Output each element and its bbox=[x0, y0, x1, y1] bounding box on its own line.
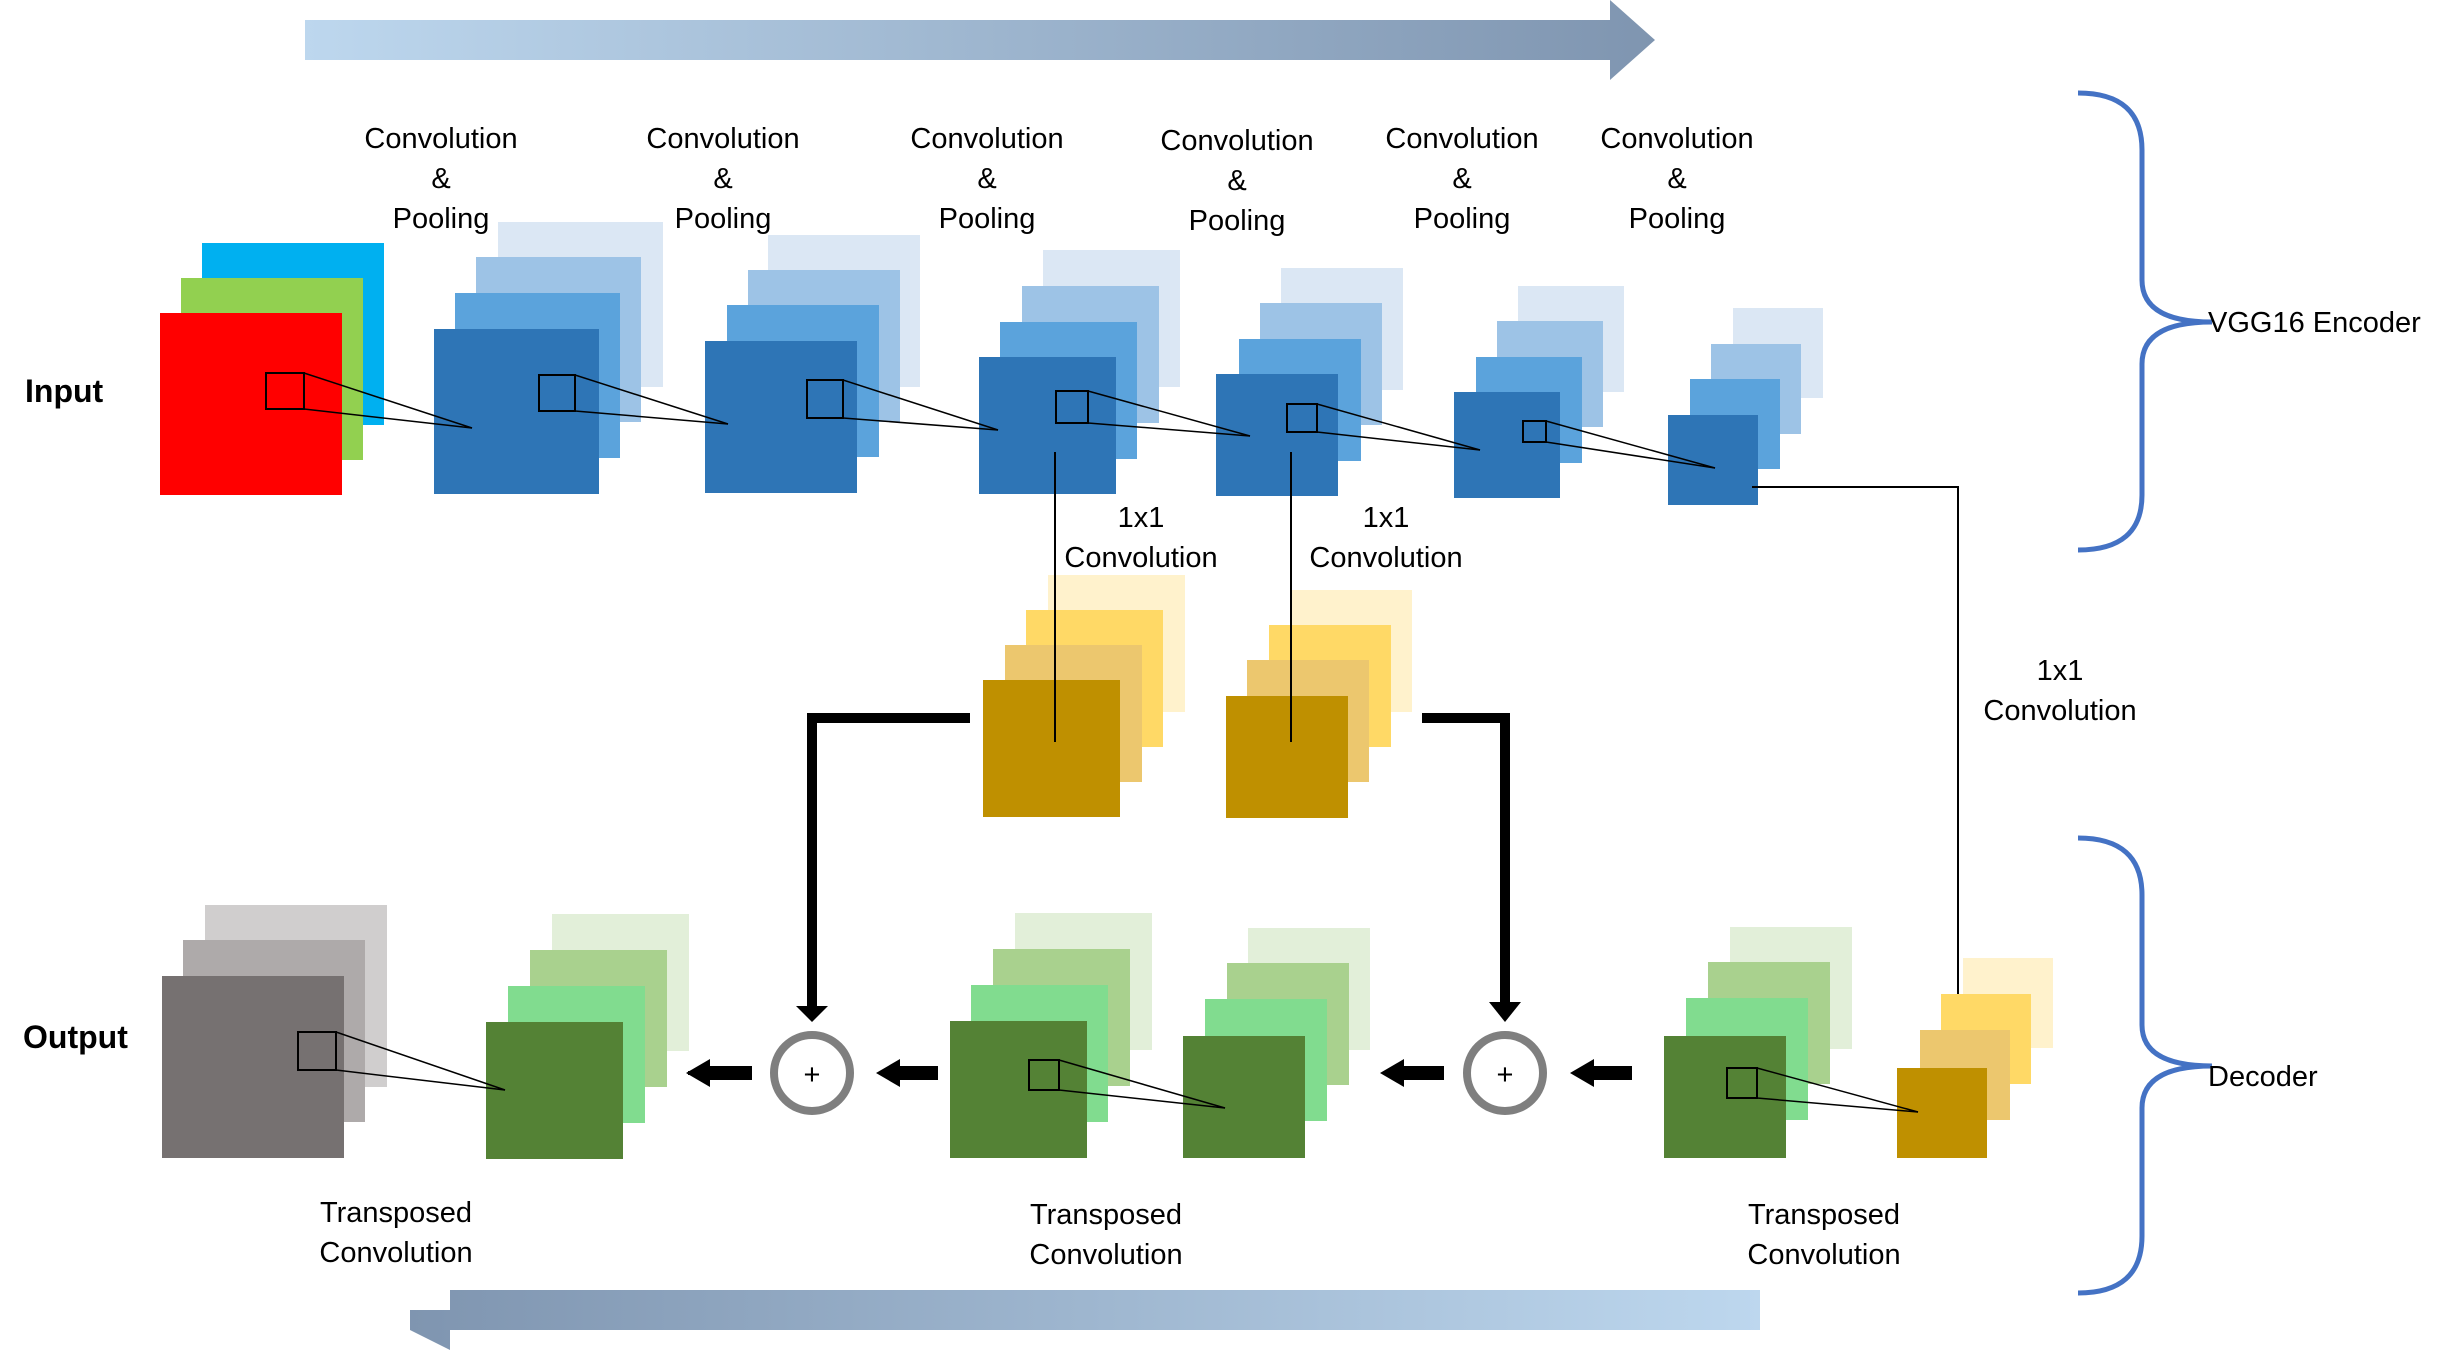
left-arrow-icon bbox=[1570, 1059, 1632, 1087]
encoder-block-2 bbox=[705, 235, 920, 493]
transposed-a-line1: Transposed bbox=[320, 1197, 472, 1229]
conv-pool-labels: Convolution & Pooling Convolution & Pool… bbox=[364, 123, 1753, 237]
left-arrow-icon bbox=[876, 1059, 938, 1087]
input-receptive-field bbox=[265, 372, 305, 410]
conv-pool-5-line3: Pooling bbox=[1414, 203, 1511, 235]
conv-pool-5-line1: Convolution bbox=[1385, 123, 1538, 155]
conv-pool-5-line2: & bbox=[1452, 163, 1471, 195]
conv-pool-4-line1: Convolution bbox=[1160, 125, 1313, 157]
sum-node-left-label: + bbox=[804, 1059, 821, 1091]
encoder-block-5 bbox=[1454, 286, 1624, 498]
conv1x1-c-line1: 1x1 bbox=[2037, 655, 2084, 687]
conv1x1-a-line1: 1x1 bbox=[1118, 502, 1165, 534]
encoder-brace bbox=[2077, 90, 2213, 553]
conv-pool-6-line1: Convolution bbox=[1600, 123, 1753, 155]
input-image-stack bbox=[160, 243, 384, 495]
bottleneck-feature-stack bbox=[1897, 958, 2053, 1158]
conv-pool-3-line1: Convolution bbox=[910, 123, 1063, 155]
transposed-b-line2: Convolution bbox=[1029, 1239, 1182, 1271]
encoder-label: VGG16 Encoder bbox=[2208, 307, 2421, 339]
decoder-brace bbox=[2077, 835, 2213, 1296]
input-label: Input bbox=[25, 373, 104, 409]
output-receptive-field bbox=[297, 1031, 337, 1071]
encoder-block-1 bbox=[434, 222, 663, 494]
skip-path-right bbox=[1422, 713, 1510, 1010]
left-arrow-icon bbox=[686, 1059, 752, 1087]
conv-pool-1-line1: Convolution bbox=[364, 123, 517, 155]
conv-pool-1-line2: & bbox=[431, 163, 450, 195]
decoder-block-3 bbox=[1183, 928, 1370, 1158]
conv-pool-3-line3: Pooling bbox=[939, 203, 1036, 235]
encoder-block-6 bbox=[1668, 308, 1823, 505]
left-arrow-icon bbox=[1380, 1059, 1444, 1087]
output-image-stack bbox=[162, 905, 387, 1158]
sum-node-right-label: + bbox=[1497, 1059, 1514, 1091]
encoder-block-4 bbox=[1216, 268, 1403, 496]
encoder-block-3 bbox=[979, 250, 1180, 494]
skip-feature-stack-2 bbox=[1226, 590, 1412, 818]
conv1x1-labels: 1x1 Convolution 1x1 Convolution 1x1 Conv… bbox=[1064, 502, 2136, 727]
decoder-block-1 bbox=[486, 914, 689, 1159]
decoder-block-2 bbox=[950, 913, 1152, 1158]
backward-arrow-icon bbox=[410, 1290, 1760, 1350]
transposed-labels: Transposed Convolution Transposed Convol… bbox=[319, 1197, 1900, 1271]
plus-circle-icon bbox=[1463, 1031, 1547, 1115]
sum-node-left: + bbox=[770, 1031, 854, 1115]
input-channel-red bbox=[160, 313, 342, 495]
conv-pool-2-line1: Convolution bbox=[646, 123, 799, 155]
encoder-projection-lines bbox=[303, 372, 1716, 469]
decoder-label: Decoder bbox=[2208, 1061, 2318, 1093]
conv1x1-c-line2: Convolution bbox=[1983, 695, 2136, 727]
transposed-c-line2: Convolution bbox=[1747, 1239, 1900, 1271]
conv-pool-6-line2: & bbox=[1667, 163, 1686, 195]
skip-path-left bbox=[807, 713, 970, 1012]
conv1x1-a-line2: Convolution bbox=[1064, 542, 1217, 574]
plus-circle-icon bbox=[770, 1031, 854, 1115]
conv-pool-2-line3: Pooling bbox=[675, 203, 772, 235]
conv1x1-b-line1: 1x1 bbox=[1363, 502, 1410, 534]
decoder-flow-arrows bbox=[686, 1059, 1632, 1087]
transposed-c-line1: Transposed bbox=[1748, 1199, 1900, 1231]
decoder-projection-lines bbox=[335, 1031, 1919, 1113]
skip-feature-stack-1 bbox=[983, 575, 1185, 817]
decoder-block-4 bbox=[1664, 927, 1852, 1158]
forward-arrow-icon bbox=[305, 0, 1655, 80]
conv-pool-6-line3: Pooling bbox=[1629, 203, 1726, 235]
conv-pool-4-line3: Pooling bbox=[1189, 205, 1286, 237]
transposed-a-line2: Convolution bbox=[319, 1237, 472, 1269]
skip-path-left-arrowhead bbox=[796, 1006, 828, 1022]
transposed-b-line1: Transposed bbox=[1030, 1199, 1182, 1231]
skip-path-right-arrowhead bbox=[1489, 1002, 1521, 1022]
conv-pool-1-line3: Pooling bbox=[393, 203, 490, 235]
sum-node-right: + bbox=[1463, 1031, 1547, 1115]
conv-pool-4-line2: & bbox=[1227, 165, 1246, 197]
conv-pool-3-line2: & bbox=[977, 163, 996, 195]
conv1x1-b-line2: Convolution bbox=[1309, 542, 1462, 574]
output-label: Output bbox=[23, 1019, 128, 1055]
conv-pool-2-line2: & bbox=[713, 163, 732, 195]
